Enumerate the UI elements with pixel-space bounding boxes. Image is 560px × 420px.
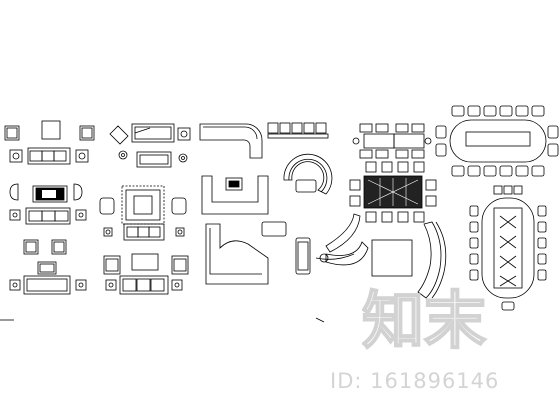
conference-tables <box>435 105 559 311</box>
watermark-id-number: 161896146 <box>370 369 500 393</box>
sectional-sofas <box>199 122 329 285</box>
dining-tables <box>349 123 447 299</box>
living-set-a <box>0 120 95 321</box>
living-set-b <box>99 123 191 295</box>
round-sofas <box>283 153 369 323</box>
watermark-id-prefix: ID: <box>330 369 363 393</box>
watermark-id: ID: 161896146 <box>330 369 499 393</box>
